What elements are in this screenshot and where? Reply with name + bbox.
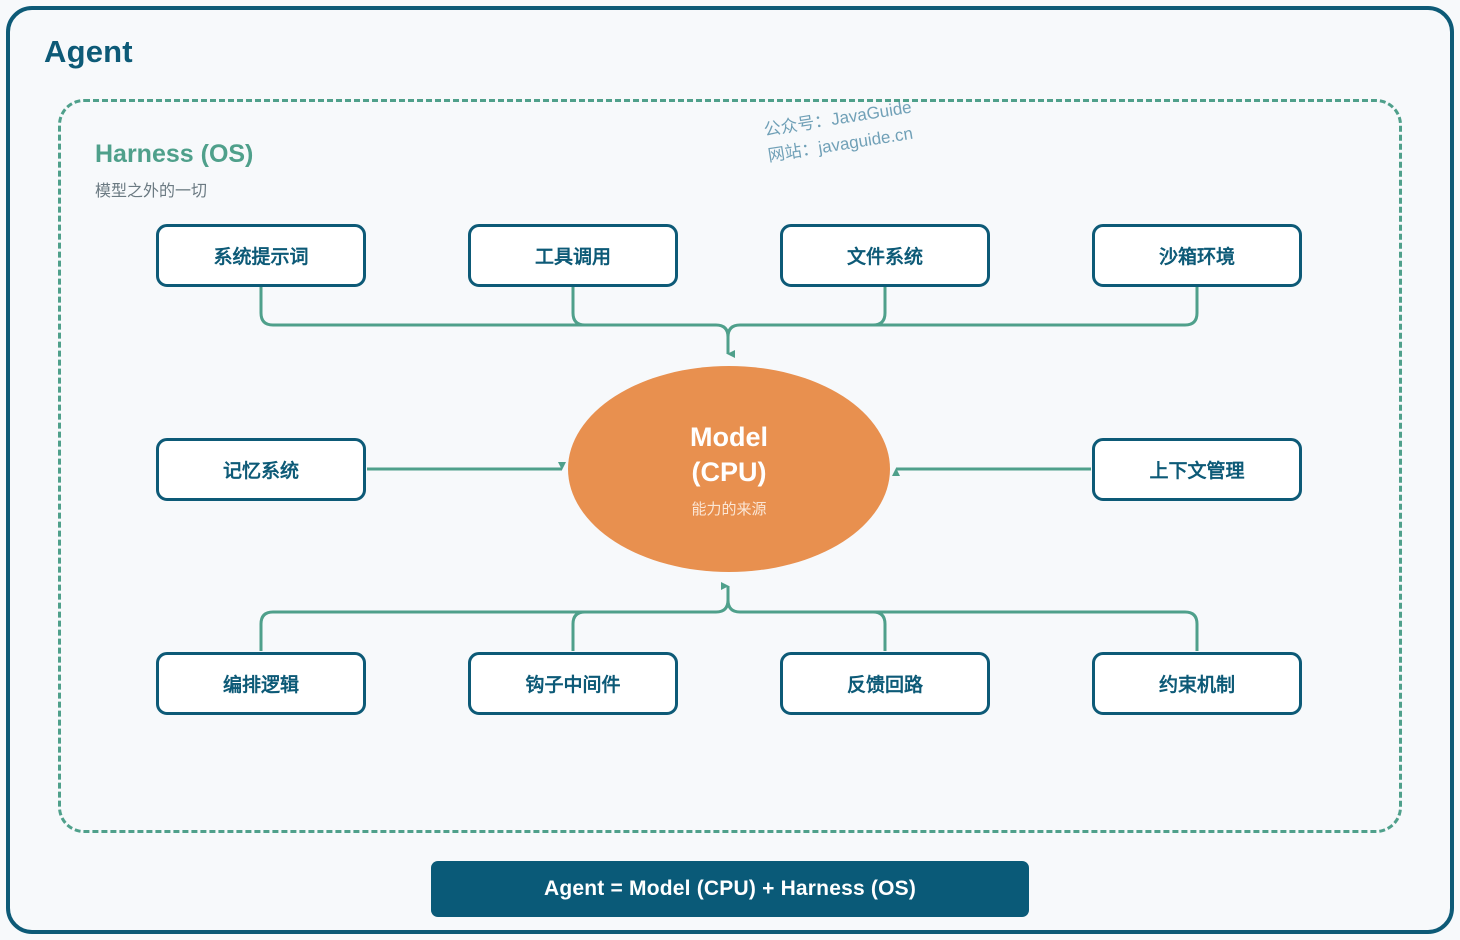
model-title-line-1: Model	[690, 421, 768, 452]
model-subtitle: 能力的来源	[691, 500, 767, 518]
summary-banner: Agent = Model (CPU) + Harness (OS)	[431, 861, 1029, 917]
node-context-management[interactable]: 上下文管理	[1092, 438, 1302, 501]
node-hooks-middleware[interactable]: 钩子中间件	[468, 652, 678, 715]
model-cpu-ellipse[interactable]: Model (CPU) 能力的来源	[568, 366, 890, 572]
node-label: 沙箱环境	[1158, 247, 1235, 268]
model-title-line-2: (CPU)	[691, 456, 767, 487]
node-memory-system[interactable]: 记忆系统	[156, 438, 366, 501]
node-label: 系统提示词	[213, 247, 309, 268]
node-label: 约束机制	[1158, 675, 1235, 696]
summary-banner-label: Agent = Model (CPU) + Harness (OS)	[543, 877, 917, 900]
node-feedback-loop[interactable]: 反馈回路	[780, 652, 990, 715]
node-label: 上下文管理	[1149, 461, 1245, 482]
node-file-system[interactable]: 文件系统	[780, 224, 990, 287]
node-label: 钩子中间件	[525, 675, 621, 696]
harness-frame	[58, 99, 1402, 833]
node-label: 编排逻辑	[222, 675, 299, 696]
node-sandbox-environment[interactable]: 沙箱环境	[1092, 224, 1302, 287]
model-title: Model (CPU)	[690, 420, 768, 490]
node-system-prompt[interactable]: 系统提示词	[156, 224, 366, 287]
node-label: 反馈回路	[846, 675, 923, 696]
harness-subtitle: 模型之外的一切	[95, 183, 208, 200]
node-label: 记忆系统	[222, 461, 299, 482]
agent-title: Agent	[44, 34, 133, 69]
node-tool-calling[interactable]: 工具调用	[468, 224, 678, 287]
harness-title: Harness (OS)	[95, 140, 254, 168]
node-label: 文件系统	[846, 247, 923, 268]
node-label: 工具调用	[534, 247, 611, 268]
node-orchestration-logic[interactable]: 编排逻辑	[156, 652, 366, 715]
node-constraint-mechanism[interactable]: 约束机制	[1092, 652, 1302, 715]
